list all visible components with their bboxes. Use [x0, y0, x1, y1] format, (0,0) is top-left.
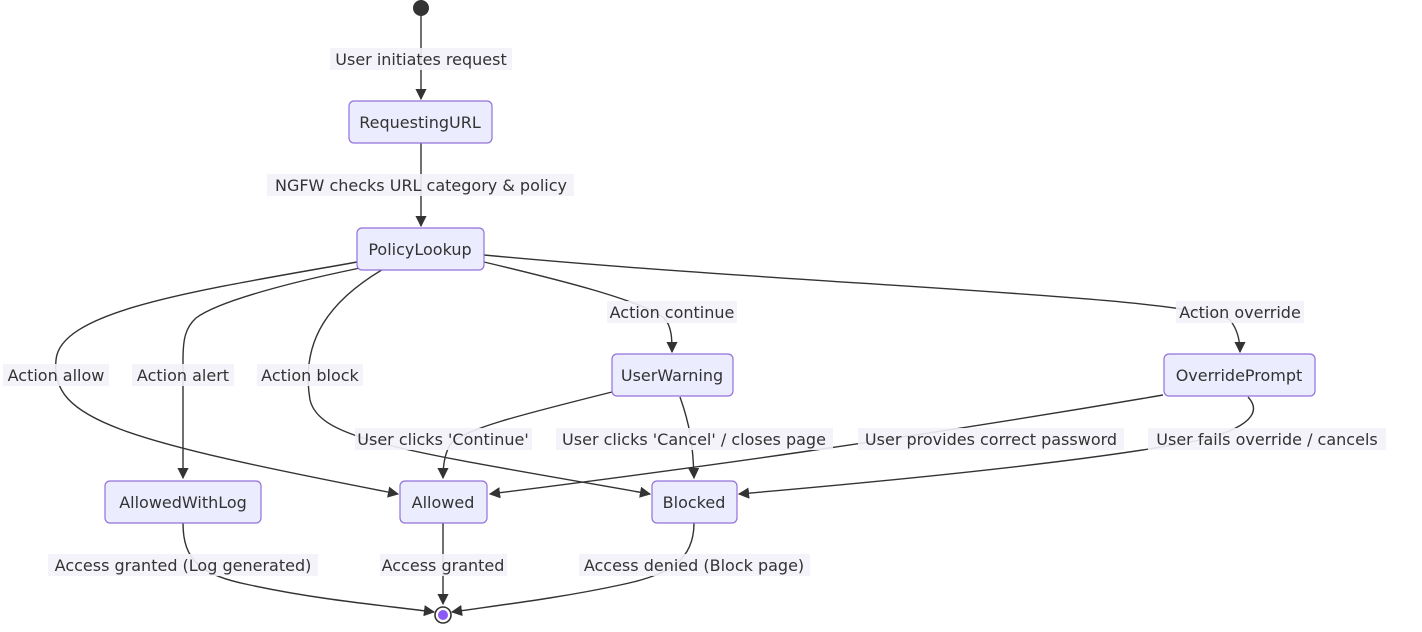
state-allowed-label: Allowed [412, 493, 475, 512]
state-userwarning: UserWarning [611, 353, 734, 397]
state-allowedwithlog: AllowedWithLog [104, 480, 262, 524]
edge-policylookup-to-allowedwithlog [177, 265, 371, 480]
label-user-initiates: User initiates request [335, 50, 506, 69]
state-allowed: Allowed [399, 480, 488, 524]
label-user-provides-password: User provides correct password [865, 430, 1117, 449]
edge-policylookup-to-allowed [54, 261, 400, 498]
edge-labels: User initiates request NGFW checks URL c… [3, 48, 1386, 576]
label-access-denied: Access denied (Block page) [584, 556, 804, 575]
state-overrideprompt: OverridePrompt [1163, 353, 1316, 397]
state-blocked-label: Blocked [663, 493, 726, 512]
state-requestingurl-label: RequestingURL [359, 113, 481, 132]
label-access-granted: Access granted [382, 556, 505, 575]
label-action-alert: Action alert [137, 366, 229, 385]
label-user-clicks-cancel: User clicks 'Cancel' / closes page [562, 430, 826, 449]
label-action-continue: Action continue [610, 303, 735, 322]
start-state-dot [413, 0, 429, 16]
edge-overrideprompt-to-allowed [488, 394, 1164, 499]
state-requestingurl: RequestingURL [348, 100, 493, 144]
state-overrideprompt-label: OverridePrompt [1176, 366, 1303, 385]
state-policylookup-label: PolicyLookup [368, 240, 471, 259]
end-state-dot [438, 610, 448, 620]
end-state [434, 606, 452, 624]
state-userwarning-label: UserWarning [621, 366, 723, 385]
label-user-clicks-continue: User clicks 'Continue' [357, 430, 528, 449]
state-blocked: Blocked [651, 480, 738, 524]
edge-overrideprompt-to-blocked [737, 396, 1254, 499]
label-action-allow: Action allow [8, 366, 105, 385]
edge-policylookup-to-overrideprompt [483, 254, 1246, 354]
label-ngfw-checks: NGFW checks URL category & policy [275, 176, 567, 195]
state-allowedwithlog-label: AllowedWithLog [119, 493, 247, 512]
label-action-block: Action block [261, 366, 359, 385]
label-user-fails-override: User fails override / cancels [1156, 430, 1377, 449]
label-action-override: Action override [1179, 303, 1301, 322]
edge-policylookup-to-blocked [307, 267, 652, 498]
state-policylookup: PolicyLookup [356, 227, 485, 271]
label-access-granted-log: Access granted (Log generated) [55, 556, 312, 575]
